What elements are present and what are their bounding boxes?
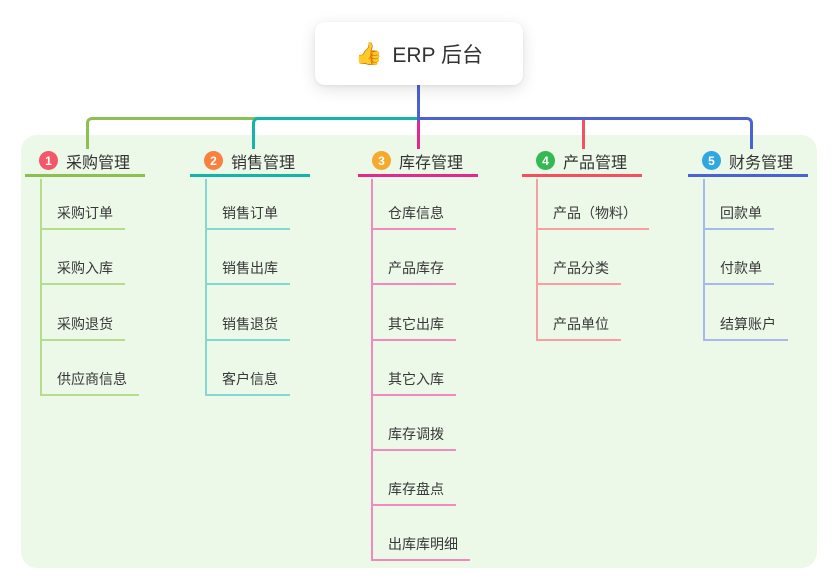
child-node[interactable]: 客户信息 (205, 369, 290, 396)
child-node[interactable]: 采购入库 (40, 258, 125, 285)
child-node[interactable]: 产品分类 (536, 258, 621, 285)
child-node[interactable]: 付款单 (703, 258, 774, 285)
branch-label: 采购管理 (66, 154, 131, 172)
branch-node-sales[interactable]: 2 销售管理 (190, 147, 310, 177)
children-connector-purchase (40, 179, 42, 396)
branch-node-inventory[interactable]: 3 库存管理 (358, 147, 478, 177)
child-node[interactable]: 采购订单 (40, 203, 125, 230)
child-node[interactable]: 其它出库 (371, 314, 456, 341)
branch-node-purchase[interactable]: 1 采购管理 (25, 147, 145, 177)
branch-badge-5: 5 (702, 151, 721, 170)
branch-label: 销售管理 (231, 154, 296, 172)
child-node[interactable]: 库存盘点 (371, 479, 456, 506)
child-node[interactable]: 出库库明细 (371, 534, 470, 561)
children-connector-sales (205, 179, 207, 396)
connector-branch-product (582, 120, 585, 149)
branch-label: 库存管理 (399, 154, 464, 172)
child-node[interactable]: 产品单位 (536, 314, 621, 341)
children-connector-product (536, 179, 538, 341)
branch-label: 产品管理 (563, 154, 628, 172)
children-connector-inventory (371, 179, 373, 561)
child-node[interactable]: 销售出库 (205, 258, 290, 285)
child-node[interactable]: 销售订单 (205, 203, 290, 230)
root-node-title: ERP 后台 (392, 43, 484, 67)
branch-node-product[interactable]: 4 产品管理 (522, 147, 642, 177)
child-node[interactable]: 仓库信息 (371, 203, 456, 230)
thumbs-up-icon: 👍 (354, 40, 383, 66)
child-node[interactable]: 库存调拨 (371, 424, 456, 451)
branch-node-finance[interactable]: 5 财务管理 (688, 147, 808, 177)
branch-label: 财务管理 (729, 154, 794, 172)
branch-badge-3: 3 (372, 151, 391, 170)
child-node[interactable]: 回款单 (703, 203, 774, 230)
root-node-erp[interactable]: 👍 ERP 后台 (315, 22, 523, 85)
child-node[interactable]: 采购退货 (40, 314, 125, 341)
child-node[interactable]: 销售退货 (205, 314, 290, 341)
branches-panel (21, 135, 817, 568)
connector-branch-finance (419, 117, 753, 149)
child-node[interactable]: 产品（物料） (536, 203, 649, 230)
branch-badge-4: 4 (536, 151, 555, 170)
connector-branch-sales (252, 117, 419, 149)
child-node[interactable]: 供应商信息 (40, 369, 139, 396)
child-node[interactable]: 产品库存 (371, 258, 456, 285)
connector-root (417, 84, 420, 121)
branch-badge-2: 2 (204, 151, 223, 170)
children-connector-finance (703, 179, 705, 341)
child-node[interactable]: 结算账户 (703, 314, 788, 341)
child-node[interactable]: 其它入库 (371, 369, 456, 396)
branch-badge-1: 1 (39, 151, 58, 170)
connector-branch-inventory (417, 120, 420, 149)
